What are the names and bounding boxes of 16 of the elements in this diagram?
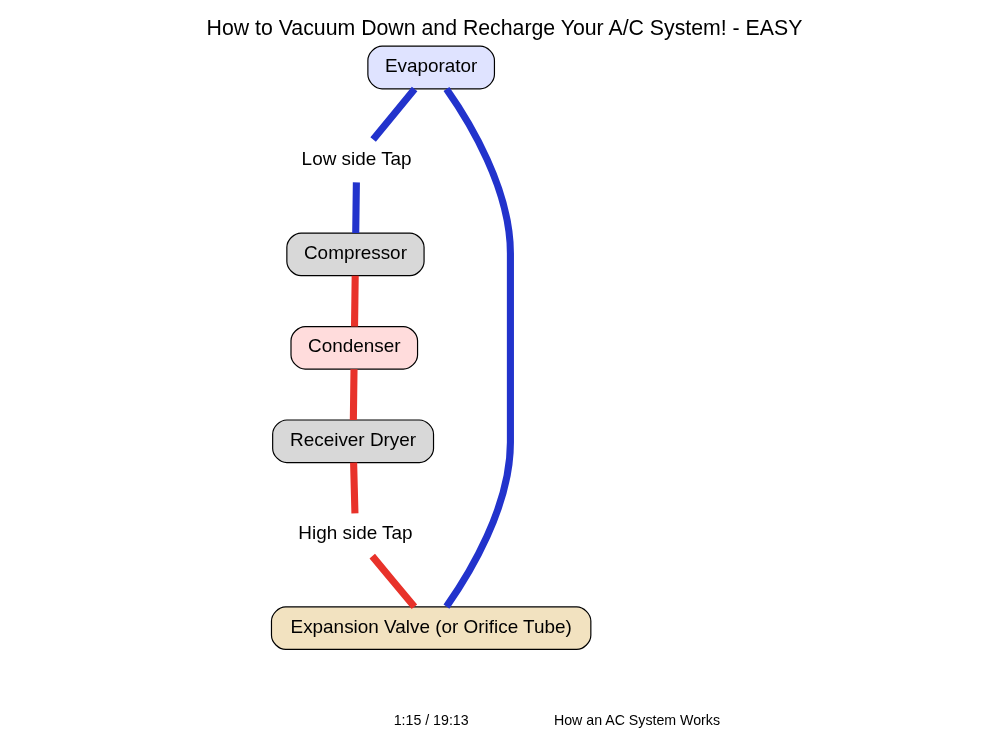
- node-box: Evaporator: [366, 45, 495, 90]
- node-box: Compressor: [285, 232, 425, 277]
- node-box: Receiver Dryer: [271, 419, 434, 464]
- label: 1:15 / 19:13: [393, 712, 469, 729]
- node-box: Condenser: [289, 325, 418, 370]
- connector: [369, 86, 417, 142]
- label: How an AC System Works: [553, 712, 720, 729]
- node-box: Expansion Valve (or Orifice Tube): [270, 606, 591, 651]
- node-text: High side Tap: [297, 522, 413, 544]
- connector: [350, 275, 359, 327]
- connector: [369, 553, 417, 610]
- diagram-title: How to Vacuum Down and Recharge Your A/C System! - EASY: [206, 15, 802, 40]
- connector: [349, 462, 358, 514]
- connector: [349, 369, 358, 420]
- connector: [443, 87, 514, 609]
- node-text: Low side Tap: [301, 148, 412, 170]
